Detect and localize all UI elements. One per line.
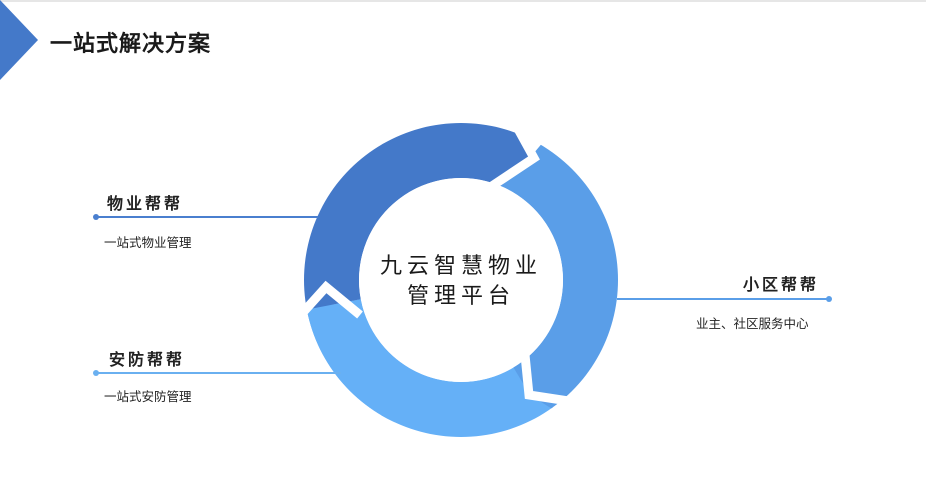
node-xiaoqu-subtitle: 业主、社区服务中心 — [696, 316, 809, 331]
arrow-gap-bottom — [520, 354, 576, 407]
center-label: 九云智慧物业 管理平台 — [361, 252, 561, 312]
node-wuye-subtitle: 一站式物业管理 — [104, 235, 192, 250]
center-label-line2: 管理平台 — [406, 284, 515, 309]
node-xiaoqu-title: 小区帮帮 — [743, 275, 820, 294]
node-anfang-connector — [96, 372, 341, 374]
arrow-gap-top — [489, 115, 540, 190]
node-xiaoqu-connector — [617, 298, 829, 300]
corner-triangle-icon — [0, 0, 38, 80]
node-wuye-connector — [96, 216, 318, 218]
arrow-gap-left — [294, 280, 363, 322]
page-title: 一站式解决方案 — [50, 31, 212, 57]
node-anfang-title: 安防帮帮 — [109, 350, 186, 369]
node-anfang-subtitle: 一站式安防管理 — [104, 389, 192, 404]
node-xiaoqu-dot — [826, 296, 832, 302]
top-border — [0, 0, 926, 2]
node-wuye-title: 物业帮帮 — [107, 194, 184, 213]
center-label-line1: 九云智慧物业 — [379, 254, 542, 279]
